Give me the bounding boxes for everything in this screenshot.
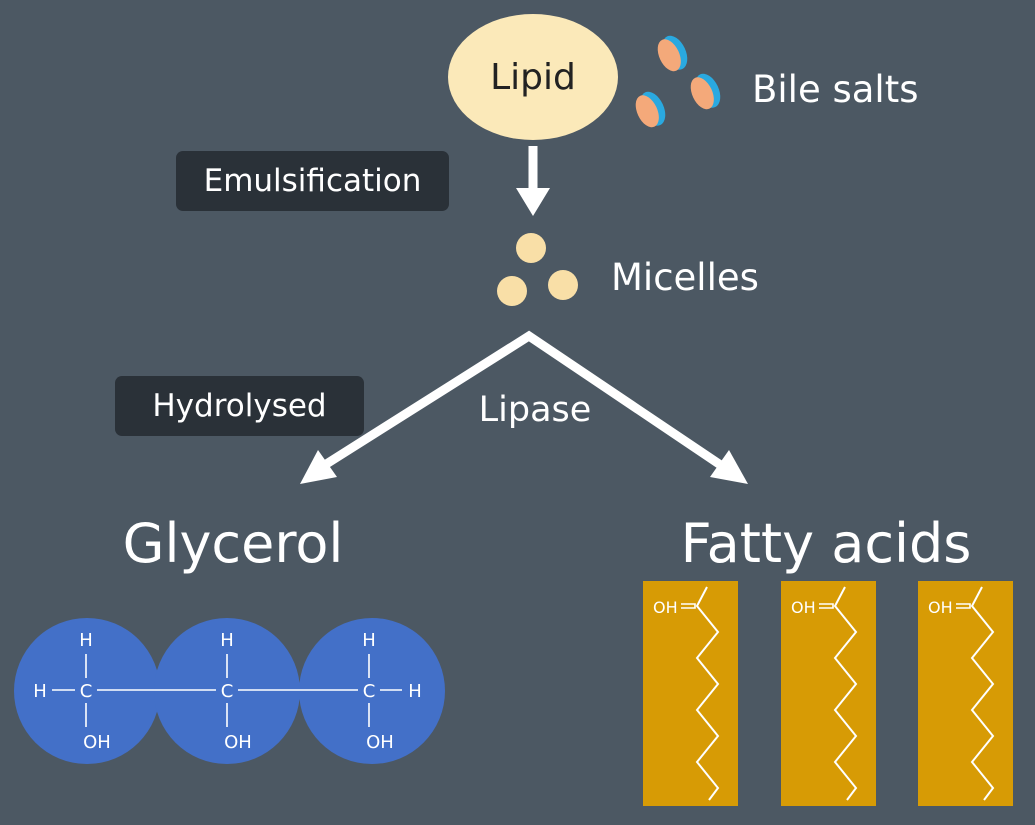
atom-h: H: [79, 630, 93, 651]
bile-salts-label: Bile salts: [752, 68, 918, 111]
micelle: [516, 233, 546, 263]
atom-c: C: [221, 681, 234, 702]
hydrolysed-chip: Hydrolysed: [115, 376, 364, 436]
atom-c: C: [363, 681, 376, 702]
lipase-label: Lipase: [479, 390, 592, 430]
atom-oh: OH: [928, 598, 953, 617]
glycerol-circle: [14, 618, 160, 764]
atom-oh: OH: [366, 732, 394, 753]
fatty-acid-box: [781, 581, 876, 806]
micelle: [497, 276, 527, 306]
fatty-acid-box: [918, 581, 1013, 806]
fatty-acid-chain: OH: [643, 581, 738, 806]
glycerol-circle: [299, 618, 445, 764]
emulsification-arrow: [516, 146, 550, 216]
lipase-split-arrows: [300, 330, 748, 484]
glycerol-circle: [154, 618, 300, 764]
emulsification-chip: Emulsification: [176, 151, 449, 211]
atom-h: H: [33, 681, 47, 702]
arrowhead-left: [300, 450, 337, 484]
fatty-acid-chain: OH: [781, 581, 876, 806]
lipid-label: Lipid: [490, 57, 576, 98]
micelles-label: Micelles: [611, 256, 759, 299]
atom-c: C: [80, 681, 93, 702]
arrowhead-right: [710, 450, 748, 484]
atom-oh: OH: [653, 598, 678, 617]
fatty-acid-chain: OH: [918, 581, 1013, 806]
bile-salt-particle: [657, 35, 688, 72]
fatty-acid-box: [643, 581, 738, 806]
atom-h: H: [220, 630, 234, 651]
atom-h: H: [408, 681, 422, 702]
atom-oh: OH: [791, 598, 816, 617]
lipid-droplet: [448, 14, 618, 140]
atom-oh: OH: [224, 732, 252, 753]
fatty-acids-label: Fatty acids: [681, 512, 972, 575]
atom-oh: OH: [83, 732, 111, 753]
bile-salt-particle: [690, 73, 721, 110]
atom-h: H: [362, 630, 376, 651]
micelle: [548, 270, 578, 300]
glycerol-label: Glycerol: [123, 512, 344, 575]
glycerol-molecule: H H C OH H C OH H C H OH: [14, 618, 445, 764]
bile-salt-particle: [635, 91, 666, 128]
